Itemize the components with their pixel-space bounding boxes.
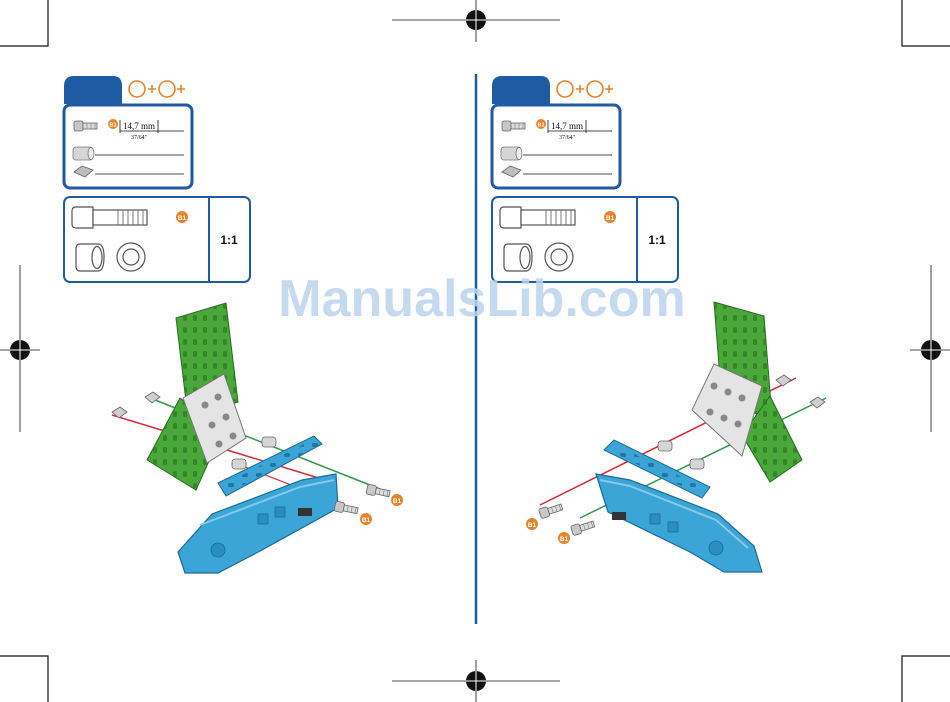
registration-mark-right <box>910 265 950 432</box>
registration-mark-top <box>392 0 560 42</box>
crop-mark-bottom-right <box>902 656 950 702</box>
dimension-in-label: 37/64" <box>131 135 148 141</box>
step-number-tab <box>492 76 550 104</box>
registration-mark-left <box>0 265 40 432</box>
callout-text-b: B1 <box>560 536 569 543</box>
nut-red <box>776 375 791 386</box>
scale-bolt-callout-text: B1 <box>178 215 187 222</box>
dimension-mm-label: 14,7 mm <box>123 121 155 131</box>
dimension-mm-label: 14,7 mm <box>551 121 583 131</box>
bolt-callout-text: B1 <box>537 123 544 129</box>
part-count-indicator <box>557 81 613 97</box>
scale-ratio-label: 1:1 <box>220 233 238 247</box>
scale-ratio-label: 1:1 <box>648 233 666 247</box>
nut-green <box>810 397 825 408</box>
callout-text-a: B1 <box>393 498 402 505</box>
scale-bolt-callout-text: B1 <box>606 215 615 222</box>
dimension-in-label: 37/64" <box>559 135 576 141</box>
bolt-lower <box>570 519 595 536</box>
washer-actual-size-icon <box>545 243 573 271</box>
step-number-tab <box>64 76 122 104</box>
assembly-illustration: B1 B1 <box>112 303 403 573</box>
bolt-lower <box>334 501 359 516</box>
washer-actual-size-icon <box>117 243 145 271</box>
bolt-actual-size-icon <box>500 207 575 228</box>
bolt-actual-size-icon <box>72 207 147 228</box>
spacer-part-icon <box>73 147 94 160</box>
crop-mark-bottom-left <box>0 656 48 702</box>
bolt-callout-text: B1 <box>109 123 116 129</box>
spacer-lower <box>690 459 704 469</box>
spacer-actual-size-icon <box>504 244 532 271</box>
crop-mark-top-left <box>0 0 48 46</box>
bolt-upper <box>366 484 391 499</box>
spacer-upper <box>262 437 276 447</box>
blue-base-block <box>596 474 762 572</box>
spacer-actual-size-icon <box>76 244 104 271</box>
callout-text-a: B1 <box>528 522 537 529</box>
assembly-illustration: B1 B1 <box>526 302 826 572</box>
crop-mark-top-right <box>902 0 950 46</box>
registration-mark-bottom <box>392 660 560 702</box>
spacer-part-icon <box>501 147 522 160</box>
part-count-indicator <box>129 81 185 97</box>
watermark-text: ManualsLib.com <box>278 270 685 328</box>
callout-text-b: B1 <box>362 517 371 524</box>
spacer-upper <box>658 441 672 451</box>
spacer-lower <box>232 459 246 469</box>
